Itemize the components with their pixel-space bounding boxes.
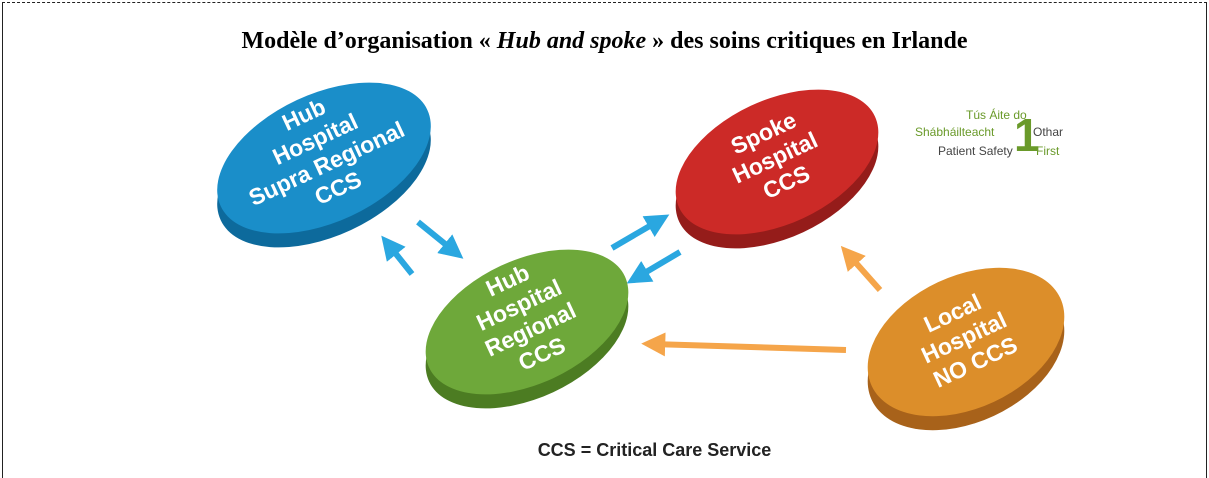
patient-safety-first-logo: Tús Áite do Shábháilteacht 1 Othar Patie…: [910, 108, 1070, 188]
logo-numeral: 1: [1014, 109, 1040, 161]
logo-line-1: Tús Áite do: [966, 108, 1027, 122]
node-hub-regional: Hub Hospital Regional CCS: [425, 249, 629, 409]
arrows: [381, 214, 883, 357]
arrow-local-to-regional: [641, 332, 847, 357]
node-local: Local Hospital NO CCS: [867, 267, 1065, 431]
logo-line-2b: Othar: [1033, 125, 1064, 139]
arrow-regional-to-supra: [381, 235, 415, 276]
title-prefix: Modèle d’organisation «: [241, 28, 497, 54]
arrow-spoke-to-regional: [626, 249, 682, 284]
page-title: Modèle d’organisation « Hub and spoke » …: [0, 28, 1209, 55]
node-hub-supra-regional: Hub Hospital Supra Regional CCS: [217, 82, 431, 248]
logo-line-3b: First: [1036, 144, 1060, 158]
logo-line-2: Shábháilteacht: [915, 125, 995, 139]
title-italic: Hub and spoke: [496, 28, 647, 54]
arrow-supra-to-regional: [416, 219, 464, 259]
arrow-local-to-spoke: [840, 245, 883, 292]
node-spoke: Spoke Hospital CCS: [675, 89, 879, 249]
title-suffix: » des soins critiques en Irlande: [646, 28, 968, 54]
arrow-regional-to-spoke: [610, 214, 670, 251]
logo-line-3: Patient Safety: [938, 144, 1013, 158]
legend-caption: CCS = Critical Care Service: [537, 440, 772, 460]
